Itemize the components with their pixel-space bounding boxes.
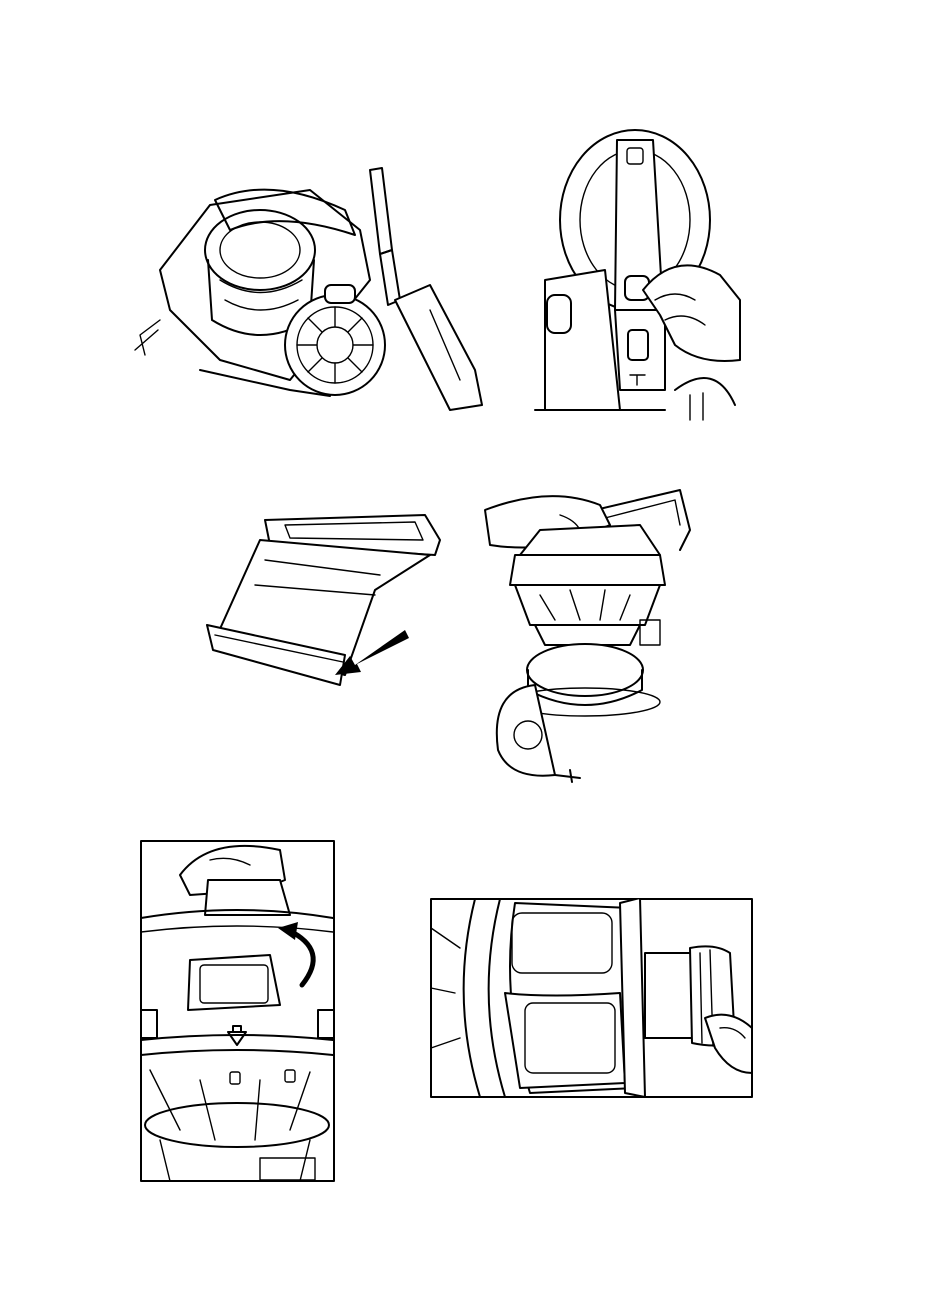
hand-pressing-release-button-icon — [535, 130, 740, 420]
vacuum-cleaner-with-hose-icon — [135, 168, 482, 410]
figure-bin-lid — [195, 500, 450, 695]
figure-release-button — [525, 110, 745, 430]
figure-dust-bin-lift — [480, 470, 705, 790]
cyclone-filter-removal-icon — [431, 898, 752, 1097]
figure-cyclone-filter — [430, 898, 753, 1098]
rotate-latch-arrow-icon — [141, 841, 334, 1181]
figure-vacuum-cleaner — [130, 160, 490, 420]
hand-lifting-dust-bin-icon — [485, 490, 690, 782]
figure-rotate-latch — [140, 840, 335, 1182]
bin-lid-open-arrow-icon — [207, 515, 440, 685]
